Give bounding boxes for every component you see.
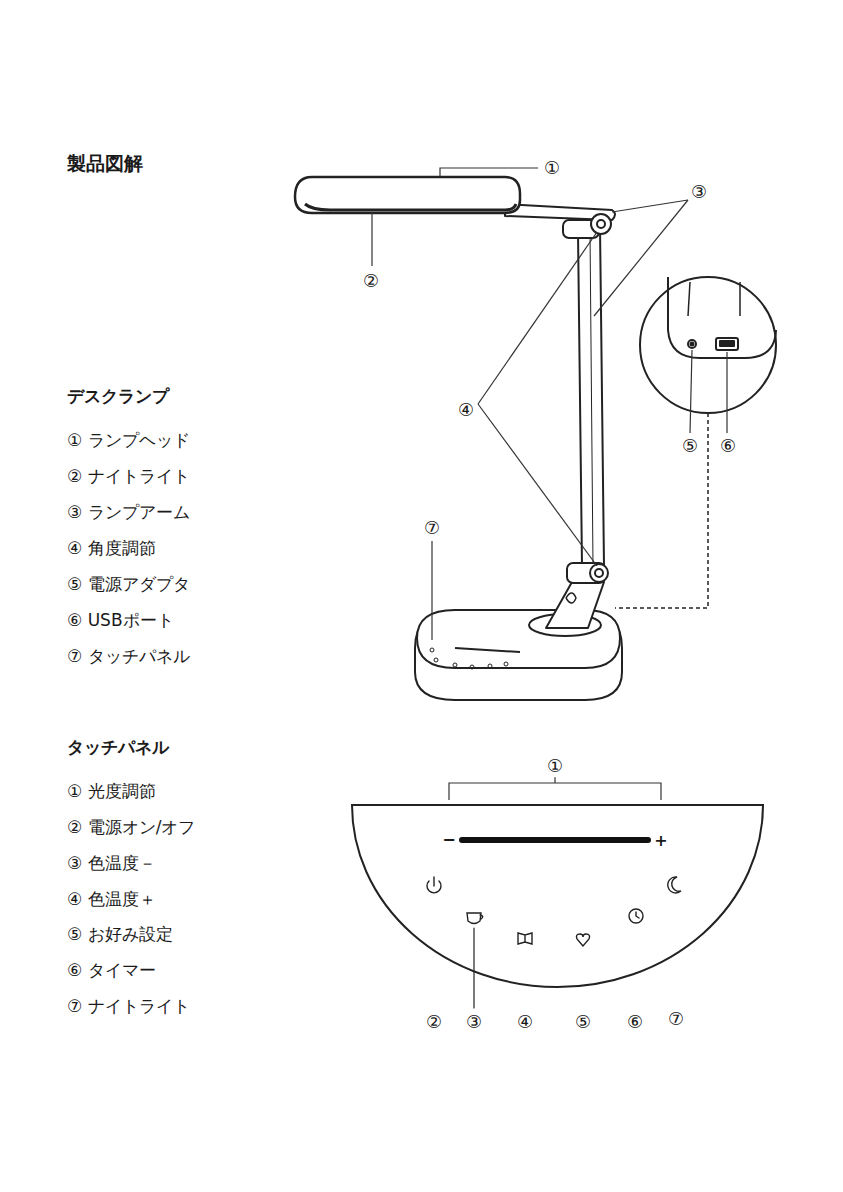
part-list-item: ⑤ お好み設定 [67, 924, 173, 944]
leader-line [473, 928, 474, 1008]
part-list-item: ⑦ ナイトライト [67, 996, 190, 1016]
part-list-item: ① ランプヘッド [67, 430, 190, 450]
base-slider [455, 648, 520, 652]
heart-icon [576, 934, 589, 946]
callout-number: ③ [689, 181, 709, 203]
bracket [449, 773, 661, 800]
callout-number: ⑤ [680, 435, 700, 457]
power-jack-pin [691, 343, 694, 346]
callout-number: ⑥ [625, 1011, 645, 1033]
callout-number: ① [545, 755, 565, 777]
slider-minus: − [440, 830, 457, 849]
part-list-item: ② 電源オン/オフ [67, 817, 195, 837]
arm-edge [688, 282, 690, 316]
usb-tongue [720, 341, 734, 346]
part-list-item: ③ 色温度－ [67, 853, 156, 873]
base-icons [430, 648, 508, 669]
base-back [668, 277, 776, 358]
callout-number: ⑦ [666, 1008, 686, 1030]
page-title: 製品図解 [67, 152, 143, 175]
cup-icon [467, 913, 483, 924]
callout-number: ① [542, 157, 562, 179]
panel-icons [427, 877, 681, 1008]
brightness-slider [462, 837, 648, 843]
power-icon [427, 877, 441, 893]
section-heading: タッチパネル [67, 737, 169, 757]
arm-stem [546, 582, 604, 628]
part-list-item: ① 光度調節 [67, 781, 156, 801]
slider-plus: + [652, 831, 669, 850]
hinge-knob-center [597, 220, 605, 228]
arm-edge [590, 232, 593, 566]
lamp-head [295, 177, 520, 213]
part-list-item: ④ 角度調節 [67, 538, 156, 558]
book-icon [518, 933, 532, 944]
callout-number: ⑥ [718, 435, 738, 457]
part-list-item: ⑥ タイマー [67, 960, 156, 980]
callout-number: ⑦ [422, 517, 442, 539]
section-heading: デスクランプ [67, 386, 169, 406]
power-jack [688, 340, 696, 348]
detail-circle [640, 277, 776, 413]
callout-number: ③ [464, 1011, 484, 1033]
callout-number: ⑤ [573, 1011, 593, 1033]
arm-edge [739, 282, 741, 316]
touch-panel [352, 805, 763, 987]
clock-icon [629, 909, 643, 923]
part-list-item: ④ 色温度＋ [67, 889, 156, 909]
hinge-knob [591, 214, 611, 234]
part-list-item: ⑦ タッチパネル [67, 646, 190, 666]
callout-number: ② [361, 270, 381, 292]
hinge-knob-center [595, 569, 603, 577]
part-list-item: ⑤ 電源アダプタ [67, 574, 190, 594]
callout-number: ④ [515, 1011, 535, 1033]
lamp-arm [578, 226, 604, 566]
leader-lines [372, 168, 727, 640]
part-list-item: ③ ランプアーム [67, 502, 190, 522]
night-light [305, 204, 516, 210]
callout-number: ④ [456, 399, 476, 421]
usb-port [716, 338, 738, 350]
moon-icon [668, 877, 681, 893]
hinge-knob [590, 564, 608, 582]
callout-number: ② [424, 1011, 444, 1033]
logo [566, 593, 576, 603]
clock-hands [636, 912, 639, 918]
part-list-item: ⑥ USBポート [67, 610, 174, 630]
part-list-item: ② ナイトライト [67, 466, 190, 486]
detail-link [615, 413, 708, 608]
